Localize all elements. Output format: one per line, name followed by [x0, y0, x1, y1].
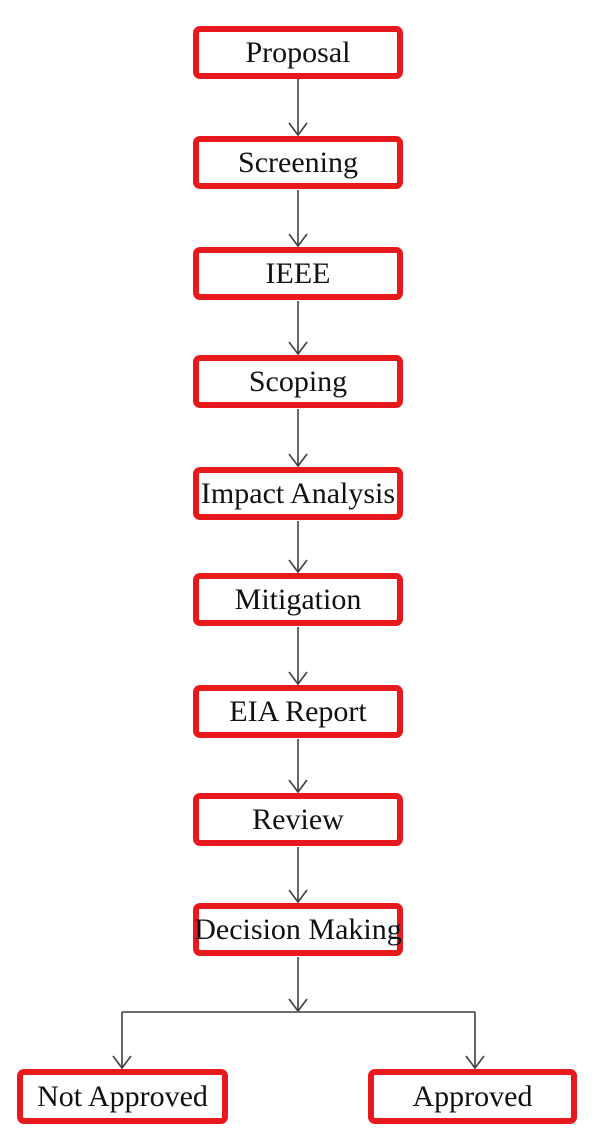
flow-node-label: Review [252, 802, 344, 836]
flow-node-label: Scoping [248, 364, 348, 398]
flow-node-impact-analysis: Impact Analysis [193, 467, 403, 520]
flow-node-label: Proposal [245, 35, 351, 69]
flow-node-label: Impact Analysis [200, 476, 396, 510]
arrowhead-down-icon [288, 233, 308, 248]
arrowhead-down-icon [465, 1055, 485, 1070]
connector-review-decision-making [288, 847, 308, 904]
flow-node-label: IEEE [265, 256, 331, 290]
arrowhead-down-icon [288, 671, 308, 686]
flow-node-label: Screening [238, 145, 358, 179]
connector-scoping-impact-analysis [288, 409, 308, 468]
flow-node-label: Mitigation [234, 582, 362, 616]
arrowhead-down-icon [288, 559, 308, 574]
flow-node-label: Not Approved [37, 1079, 208, 1113]
flow-node-not-approved: Not Approved [17, 1069, 228, 1124]
arrowhead-down-icon [288, 998, 308, 1013]
flow-node-proposal: Proposal [193, 26, 403, 79]
flow-node-label: Decision Making [194, 912, 402, 946]
flow-node-decision-making: Decision Making [193, 903, 403, 956]
flow-node-scoping: Scoping [193, 355, 403, 408]
arrowhead-down-icon [288, 779, 308, 794]
flow-node-approved: Approved [368, 1069, 577, 1124]
arrowhead-down-icon [288, 122, 308, 137]
flow-node-eia-report: EIA Report [193, 685, 403, 738]
connector-ieee-scoping [288, 301, 308, 356]
connector-junction-approved [465, 1012, 485, 1070]
connector-decision-making-junction [288, 957, 308, 1013]
connector-mitigation-eia-report [288, 627, 308, 686]
flow-node-ieee: IEEE [193, 247, 403, 300]
connector-impact-analysis-mitigation [288, 521, 308, 574]
connector-proposal-screening [288, 79, 308, 137]
flow-node-label: Approved [412, 1079, 533, 1113]
arrowhead-down-icon [288, 341, 308, 356]
connector-eia-report-review [288, 739, 308, 794]
flow-node-screening: Screening [193, 136, 403, 189]
arrowhead-down-icon [288, 889, 308, 904]
arrowhead-down-icon [112, 1055, 132, 1070]
arrowhead-down-icon [288, 453, 308, 468]
connector-junction-not-approved [112, 1012, 132, 1070]
connector-screening-ieee [288, 190, 308, 248]
flow-node-label: EIA Report [229, 694, 367, 728]
flow-node-review: Review [193, 793, 403, 846]
flow-node-mitigation: Mitigation [193, 573, 403, 626]
